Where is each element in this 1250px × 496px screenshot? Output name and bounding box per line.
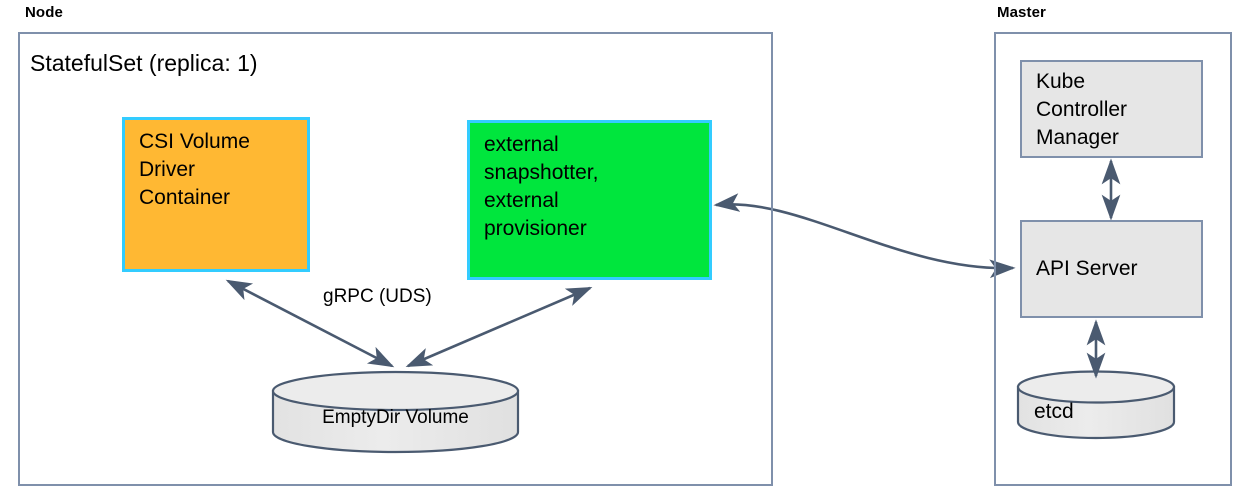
master-group-box (994, 32, 1232, 486)
emptydir-volume-label: EmptyDir Volume (322, 407, 469, 428)
kube-controller-manager-box[interactable]: Kube Controller Manager (1020, 60, 1203, 158)
csi-volume-driver-container-box[interactable]: CSI Volume Driver Container (122, 117, 310, 272)
external-snapshotter-provisioner-box[interactable]: external snapshotter, external provision… (467, 120, 712, 280)
node-group-box (18, 32, 773, 486)
grpc-uds-edge-label: gRPC (UDS) (320, 286, 435, 308)
node-group-label: Node (25, 4, 63, 21)
statefulset-title: StatefulSet (replica: 1) (30, 50, 258, 76)
api-server-box[interactable]: API Server (1020, 220, 1203, 318)
etcd-label: etcd (1034, 400, 1074, 423)
master-group-label: Master (997, 4, 1046, 21)
